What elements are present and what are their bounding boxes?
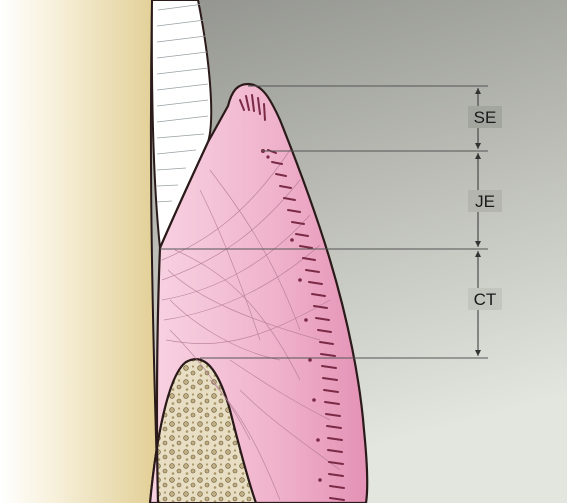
ct-label: CT (474, 290, 497, 309)
tooth-root (0, 0, 158, 503)
se-label: SE (474, 108, 497, 127)
je-label: JE (475, 192, 495, 211)
